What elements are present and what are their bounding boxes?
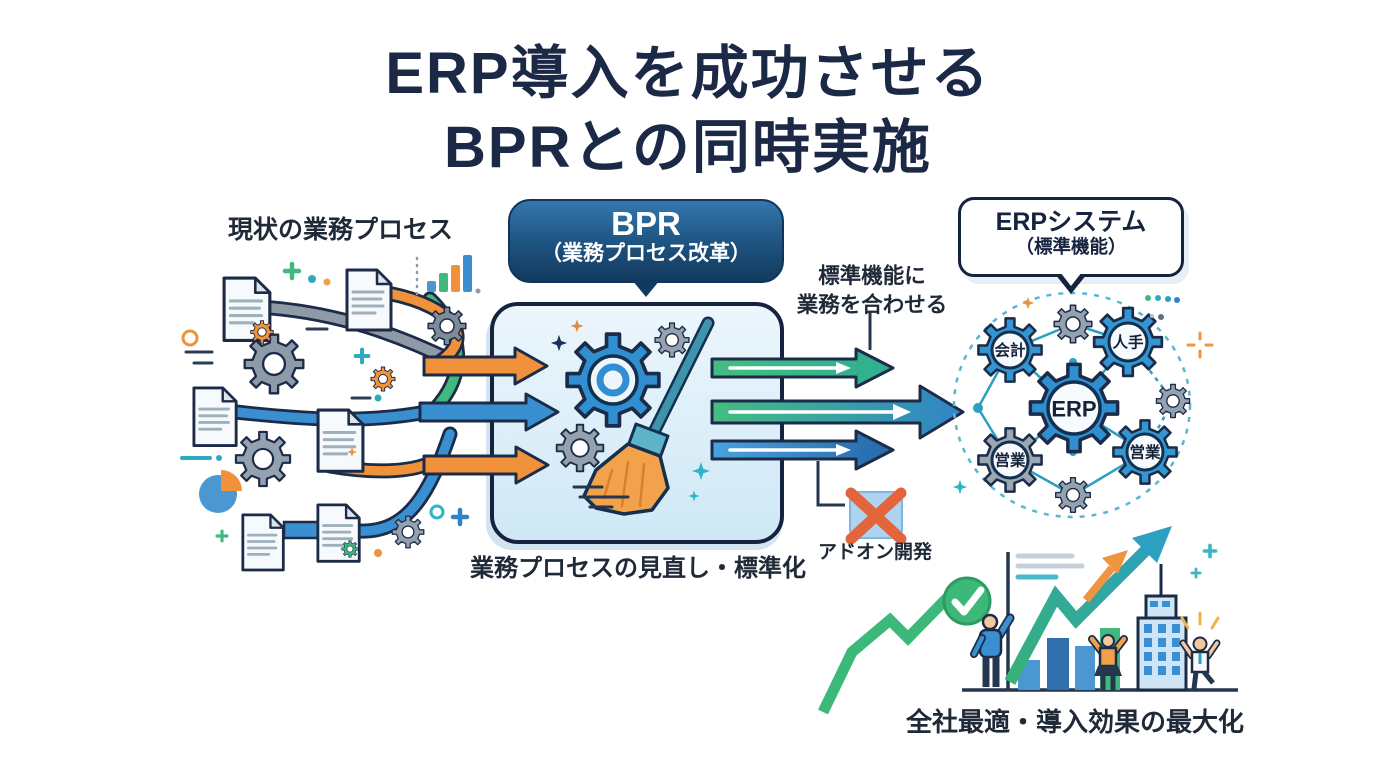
sparkle-icon [1186, 331, 1214, 359]
addon-connector [816, 461, 845, 507]
document-icon [345, 268, 393, 332]
flow-bands [228, 286, 465, 539]
sparkle-icon [1202, 543, 1218, 559]
gear-icon [370, 366, 396, 392]
bar [1047, 638, 1069, 690]
erp-cluster: 会計 人手 営業 営業 ERP [952, 291, 1214, 519]
gear-icon [1053, 304, 1093, 344]
svg-text:営業: 営業 [1129, 443, 1161, 462]
page-title-line2: BPRとの同時実施 [444, 115, 932, 180]
addon-annotation: アドオン開発 [817, 542, 932, 563]
gear-sales-left: 営業 [977, 427, 1043, 493]
person-celebrating [1088, 634, 1128, 690]
gear-icon [1055, 477, 1091, 513]
gear-icon [654, 322, 690, 358]
gear-sales-right: 営業 [1112, 419, 1178, 485]
sparkle-icon [952, 479, 968, 495]
document-icon [192, 386, 238, 447]
erp-header-bubble: ERPシステム （標準機能） [958, 197, 1184, 294]
growth-chart [818, 526, 1238, 715]
svg-text:会計: 会計 [994, 341, 1026, 360]
page-title-line1: ERP導入を成功させる [385, 41, 991, 106]
legacy-process-illustration [180, 255, 481, 572]
doc-connector [282, 520, 320, 540]
gear-icon [427, 306, 467, 346]
gear-icon [243, 333, 305, 395]
bpr-caption: 業務プロセスの見直し・標準化 [470, 555, 806, 582]
gear-icon [234, 430, 292, 488]
erp-subtitle: （標準機能） [1015, 236, 1127, 257]
bpr-header-bubble: BPR （業務プロセス改革） [508, 199, 784, 297]
output-arrows [710, 347, 965, 471]
check-circle-icon [942, 576, 992, 626]
document-icon [316, 408, 365, 473]
erp-title: ERPシステム [995, 208, 1147, 236]
current-process-label: 現状の業務プロセス [228, 216, 454, 244]
growth-arrow-icon [1004, 545, 1151, 685]
person-cheering [1179, 611, 1221, 690]
gear-icon [391, 515, 425, 549]
speed-dashes [572, 485, 630, 509]
bar-chart-icon [415, 255, 481, 296]
bpr-title: BPR [611, 205, 681, 242]
document-icon [241, 513, 285, 572]
text-lines [1015, 553, 1085, 580]
gear-hr: 人手 [1092, 306, 1164, 378]
svg-text:人手: 人手 [1112, 333, 1144, 352]
trend-line [818, 591, 954, 715]
gear-icon [341, 540, 359, 558]
building-icon [1136, 564, 1188, 692]
person-waving [970, 613, 1015, 687]
fit-standard-annotation: 標準機能に 業務を合わせる [796, 264, 948, 317]
cross-mark-icon [845, 487, 907, 545]
pie-chart-icon [199, 470, 242, 513]
outcome-label: 全社最適・導入効果の最大化 [905, 707, 1244, 737]
sparkle-icon [1021, 296, 1035, 310]
bar [1075, 646, 1095, 690]
bubble-pointer [632, 280, 660, 297]
decorations [180, 264, 467, 557]
gear-accounting: 会計 [977, 317, 1043, 383]
svg-text:ERP: ERP [1051, 397, 1096, 422]
annotation-connectors [816, 312, 907, 545]
gear-icon [1155, 383, 1191, 419]
gear-erp-center: ERP [1028, 362, 1120, 454]
svg-text:営業: 営業 [994, 451, 1026, 470]
input-arrows [418, 346, 560, 485]
gear-icon [250, 320, 274, 344]
orange-arrow-icon [1082, 565, 1116, 603]
sparkle-icon [1190, 567, 1202, 579]
gear-icon [555, 423, 605, 473]
bpr-subtitle: （業務プロセス改革） [541, 242, 751, 265]
